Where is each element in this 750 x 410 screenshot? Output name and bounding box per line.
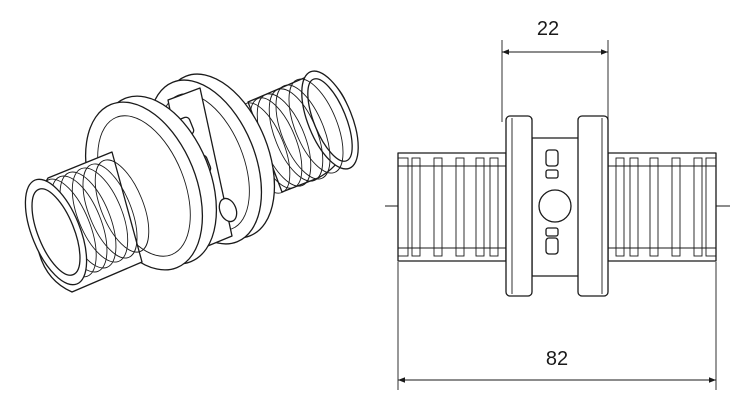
collar-width-label: 22 <box>537 18 559 40</box>
left-pipe-section <box>24 151 150 293</box>
side-view: 22 82 <box>385 18 730 390</box>
overall-length-label: 82 <box>546 348 568 370</box>
right-collar <box>577 115 609 297</box>
left-collar <box>505 115 533 297</box>
isometric-view <box>24 70 359 293</box>
right-pipe-section <box>237 70 359 194</box>
right-pipe <box>607 152 717 262</box>
overall-length-dimension: 82 <box>397 262 717 390</box>
center-body <box>531 137 583 277</box>
left-pipe <box>397 152 507 262</box>
collar-width-dimension: 22 <box>501 18 609 122</box>
